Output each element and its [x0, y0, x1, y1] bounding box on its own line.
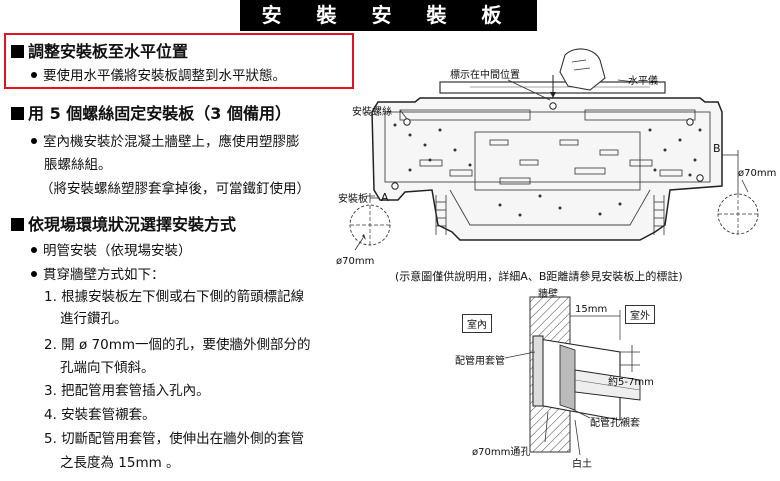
hand-icon — [559, 48, 606, 91]
page-banner: 安 裝 安 裝 板 — [240, 0, 537, 31]
label-putty: 白土 — [572, 459, 592, 470]
step-4: 4. 安裝套管襯套。 — [44, 407, 156, 423]
step-2-line2: 孔端向下傾斜。 — [60, 360, 155, 376]
step-2-line1: 2. 開 ø 70mm一個的孔，要使牆外側部分的 — [44, 337, 311, 353]
label-plate: 安裝板 — [338, 194, 368, 205]
label-level: 水平儀 — [628, 76, 658, 87]
mounting-plate — [371, 97, 723, 241]
label-indoor: 室內 — [462, 314, 492, 333]
section2-title: 用 5 個螺絲固定安裝板（3 個備用） — [28, 104, 291, 123]
label-b: B — [713, 142, 721, 155]
highlight-box — [4, 33, 354, 89]
label-outdoor: 室外 — [625, 305, 655, 324]
section2-bullet-cont: 脹螺絲組。 — [44, 157, 112, 173]
label-slope: 約5-7mm — [608, 377, 654, 388]
section1-title: 調整安裝板至水平位置 — [28, 42, 189, 61]
step-1-line2: 進行鑽孔。 — [60, 311, 128, 327]
square-bullet-icon — [11, 45, 24, 58]
step-1-line1: 1. 根據安裝板左下側或右下側的箭頭標記線 — [44, 289, 305, 305]
section1-bullet: 要使用水平儀將安裝板調整到水平狀態。 — [31, 64, 286, 84]
label-hole-right: ø70mm — [738, 168, 777, 179]
step-3: 3. 把配管用套管插入孔內。 — [44, 383, 210, 399]
section2-bullet: 室內機安裝於混凝土牆壁上，應使用塑膠膨 — [31, 130, 300, 150]
step-5-line2: 之長度為 15mm 。 — [60, 455, 180, 471]
dot-bullet-icon — [31, 138, 37, 144]
label-screw: 安裝螺絲 — [352, 107, 392, 118]
label-bushing: 配管孔襯套 — [590, 418, 640, 429]
section3-bullet2: 貫穿牆壁方式如下： — [31, 263, 165, 283]
label-through-hole: ø70mm通孔 — [472, 447, 531, 458]
dot-bullet-icon — [31, 72, 37, 78]
label-wall: 牆壁 — [538, 289, 558, 300]
diagram-caption: (示意圖僅供說明用，詳細A、B距離請參見安裝板上的標註) — [395, 270, 683, 283]
label-sleeve: 配管用套管 — [455, 356, 505, 367]
dot-bullet-icon — [31, 271, 37, 277]
section3-title: 依現場環境狀況選擇安裝方式 — [28, 215, 237, 234]
step-5-line1: 5. 切斷配管用套管，使伸出在牆外側的套管 — [44, 431, 305, 447]
square-bullet-icon — [11, 107, 24, 120]
dot-bullet-icon — [31, 247, 37, 253]
section1-heading: 調整安裝板至水平位置 — [11, 38, 188, 62]
label-a: A — [381, 191, 389, 204]
label-15mm: 15mm — [575, 304, 608, 315]
square-bullet-icon — [11, 218, 24, 231]
label-center-position: 標示在中間位置 — [450, 70, 520, 81]
section2-note: （將安裝螺絲塑膠套拿掉後，可當鐵釘使用） — [40, 181, 310, 197]
section3-bullet1: 明管安裝（依現場安裝） — [31, 239, 192, 259]
label-hole-left: ø70mm — [336, 256, 375, 267]
section3-heading: 依現場環境狀況選擇安裝方式 — [11, 211, 236, 235]
section2-heading: 用 5 個螺絲固定安裝板（3 個備用） — [11, 100, 291, 124]
